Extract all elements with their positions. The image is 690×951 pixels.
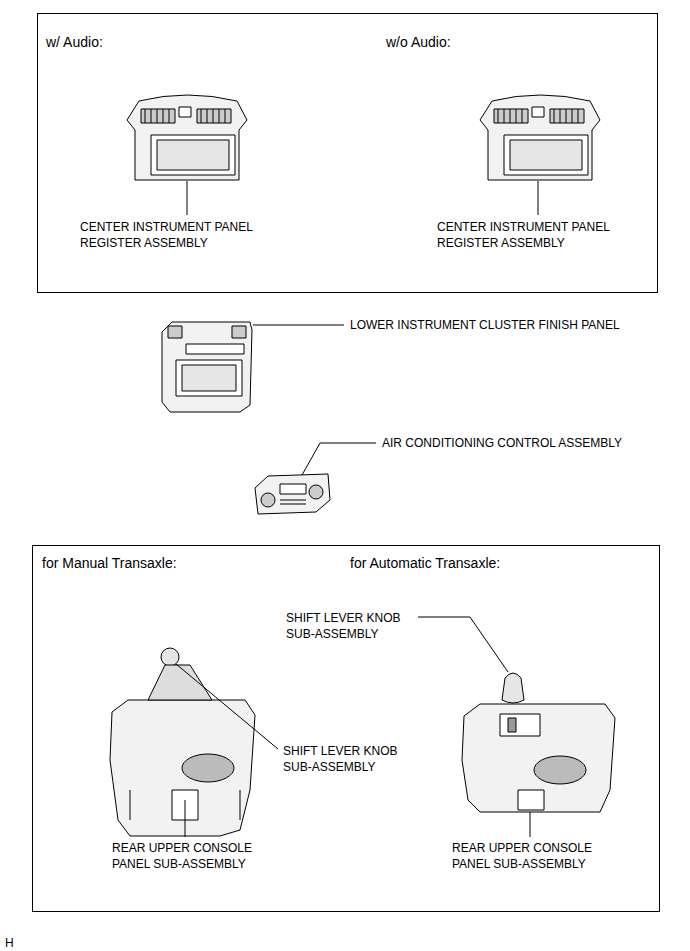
part-name: AIR CONDITIONING CONTROL ASSEMBLY	[382, 435, 622, 451]
part-name: CENTER INSTRUMENT PANEL REGISTER ASSEMBL…	[437, 219, 616, 251]
part-name: REAR UPPER CONSOLE PANEL SUB-ASSEMBLY	[112, 840, 258, 872]
variant-frame: w/ Audio: w/o Audio:	[37, 13, 658, 293]
register-assembly	[480, 95, 600, 180]
manual-console	[110, 648, 255, 836]
variant-heading: w/o Audio:	[386, 34, 451, 51]
part-name: LOWER INSTRUMENT CLUSTER FINISH PANEL	[350, 317, 620, 333]
variant-frame: for Manual Transaxle: for Automatic Trans…	[32, 545, 660, 912]
part-name: SHIFT LEVER KNOB SUB-ASSEMBLY	[283, 743, 403, 775]
variant-heading: for Automatic Transaxle:	[350, 555, 500, 572]
leader-lines	[176, 181, 538, 837]
finish-panel	[162, 322, 252, 412]
part-name: REAR UPPER CONSOLE PANEL SUB-ASSEMBLY	[452, 840, 598, 872]
register-assembly	[127, 95, 247, 180]
ac-control	[255, 474, 330, 514]
part-name: CENTER INSTRUMENT PANEL REGISTER ASSEMBL…	[80, 219, 259, 251]
part-name: SHIFT LEVER KNOB SUB-ASSEMBLY	[286, 610, 406, 642]
figure-code: H	[5, 935, 14, 951]
variant-heading: for Manual Transaxle:	[42, 555, 177, 572]
auto-console	[462, 673, 615, 812]
variant-heading: w/ Audio:	[46, 34, 103, 51]
